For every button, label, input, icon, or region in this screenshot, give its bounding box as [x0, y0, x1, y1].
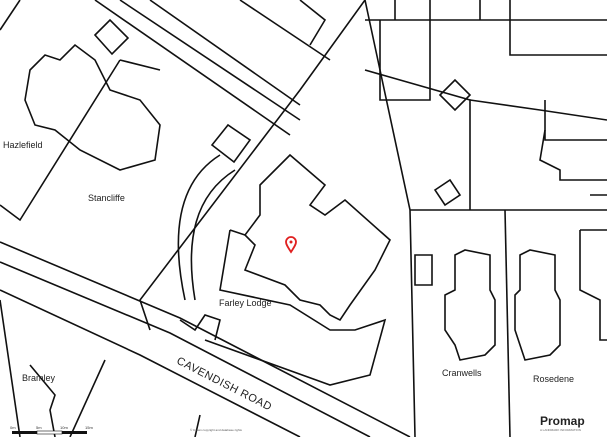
promap-tagline: A LANDMARK INFORMATION — [540, 428, 581, 432]
scale-tick-label: 15m — [85, 425, 93, 430]
label-stancliffe: Stancliffe — [88, 193, 125, 203]
label-hazlefield: Hazlefield — [3, 140, 43, 150]
label-cranwells: Cranwells — [442, 368, 482, 378]
label-farley-lodge: Farley Lodge — [219, 298, 272, 308]
label-bramley: Bramley — [22, 373, 56, 383]
scale-tick-label: 10m — [60, 425, 68, 430]
scale-tick-label: 5m — [36, 425, 42, 430]
scale-tick-label: 0m — [10, 425, 16, 430]
label-rosedene: Rosedene — [533, 374, 575, 384]
scale-bar — [12, 430, 87, 435]
copyright-notice: © Crown copyright and database rights — [190, 428, 242, 432]
promap-logo: Promap — [540, 414, 585, 428]
